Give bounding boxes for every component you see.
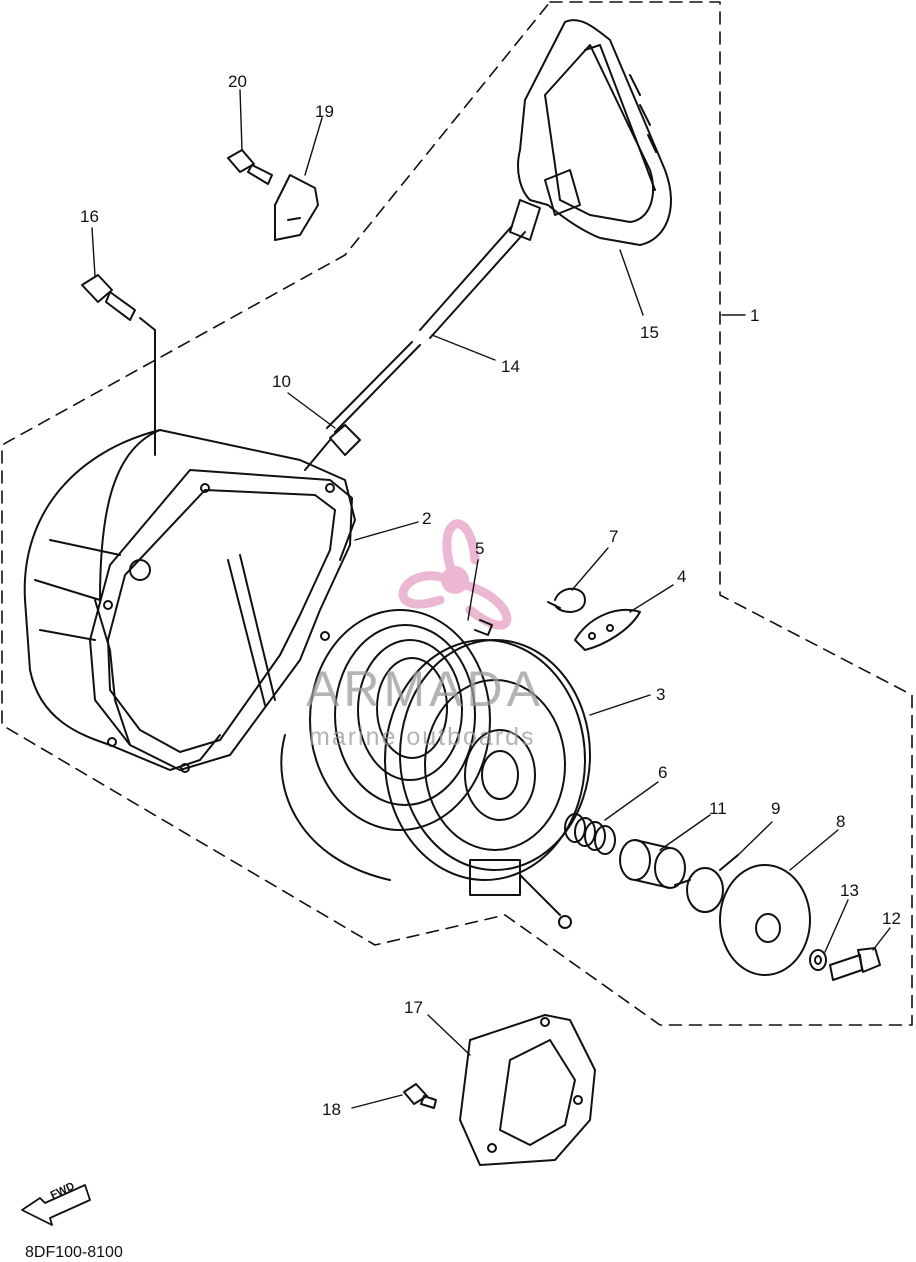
- callout-14: 14: [501, 357, 520, 376]
- bracket-19: [274, 174, 319, 241]
- callout-5: 5: [475, 539, 485, 558]
- compression-spring: [564, 813, 616, 855]
- bolt-20: [227, 149, 273, 185]
- callout-1: 1: [750, 306, 760, 325]
- bolt-12: [829, 947, 881, 981]
- drawing-code: 8DF100-8100: [25, 1244, 123, 1261]
- bolt-16: [81, 274, 156, 456]
- callout-12: 12: [882, 909, 901, 928]
- callout-19: 19: [315, 102, 334, 121]
- callout-16: 16: [80, 207, 99, 226]
- collar: [619, 839, 686, 889]
- spiral-spring: [309, 609, 493, 831]
- callout-18: 18: [322, 1100, 341, 1119]
- cover-plate: [459, 1014, 596, 1166]
- callout-20: 20: [228, 72, 247, 91]
- washer: [809, 949, 827, 971]
- fwd-arrow-icon: [21, 1184, 91, 1226]
- assembly-boundary-line: [1, 1, 913, 1026]
- callout-15: 15: [640, 323, 659, 342]
- friction-plate: [719, 864, 811, 976]
- callout-17: 17: [404, 998, 423, 1017]
- rope-guide: [329, 424, 361, 456]
- callout-2: 2: [422, 509, 432, 528]
- watermark-title: ARMADA: [306, 661, 544, 717]
- return-spring: [547, 587, 586, 613]
- callout-13: 13: [840, 881, 859, 900]
- callout-9: 9: [771, 799, 781, 818]
- bolt-18: [403, 1083, 437, 1109]
- callout-4: 4: [677, 567, 687, 586]
- starter-case: [23, 429, 356, 773]
- sheave-drum: [280, 639, 591, 929]
- callout-7: 7: [609, 527, 619, 546]
- callout-3: 3: [656, 685, 666, 704]
- callout-6: 6: [658, 763, 668, 782]
- callout-10: 10: [272, 372, 291, 391]
- callout-11: 11: [709, 799, 727, 818]
- callout-8: 8: [836, 812, 846, 831]
- watermark-subtitle: marine outboards: [309, 723, 536, 751]
- starter-handle: [509, 19, 672, 246]
- drive-pawl: [574, 608, 641, 651]
- leader-lines: [91, 89, 891, 1109]
- starter-rope: [304, 225, 526, 471]
- watermark-logo: [398, 519, 512, 630]
